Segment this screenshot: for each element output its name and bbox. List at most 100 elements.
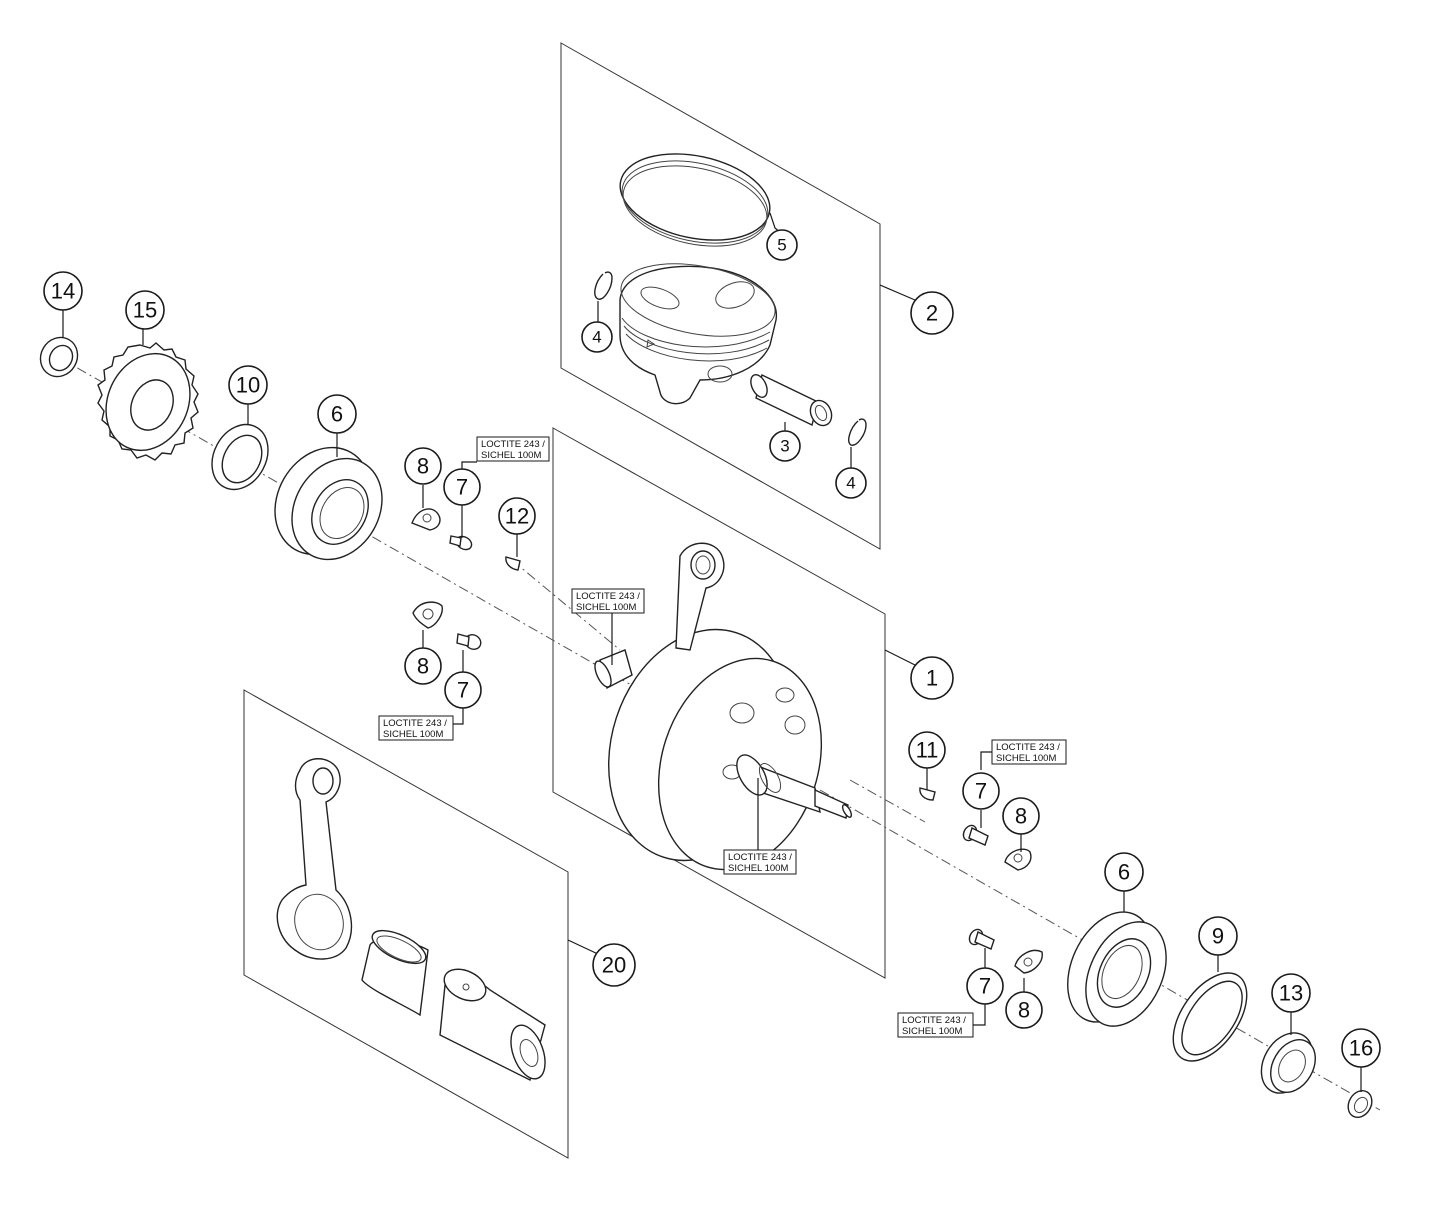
callout-7b: 7 <box>444 671 482 709</box>
circlip-part-lower <box>848 418 867 446</box>
loctite-note-f: LOCTITE 243 / SICHEL 100M <box>897 1012 974 1038</box>
callout-8b: 8 <box>404 647 442 685</box>
svg-text:LOCTITE 243 /: LOCTITE 243 / <box>996 742 1060 753</box>
spacer-ring-part <box>39 336 79 378</box>
svg-text:15: 15 <box>133 298 157 323</box>
svg-text:SICHEL 100M: SICHEL 100M <box>383 729 443 740</box>
svg-text:SICHEL 100M: SICHEL 100M <box>902 1026 962 1037</box>
callout-6a: 6 <box>317 394 357 434</box>
svg-text:5: 5 <box>777 236 786 255</box>
svg-text:8: 8 <box>417 654 429 679</box>
callout-6b: 6 <box>1104 852 1144 892</box>
callout-14: 14 <box>43 271 83 311</box>
svg-text:7: 7 <box>975 779 987 804</box>
locking-plate-part-b <box>412 601 443 629</box>
callout-11: 11 <box>908 731 946 769</box>
svg-text:12: 12 <box>505 504 529 529</box>
loctite-note-c: LOCTITE 243 / SICHEL 100M <box>378 715 454 741</box>
svg-text:LOCTITE 243 /: LOCTITE 243 / <box>481 439 545 450</box>
svg-text:4: 4 <box>846 474 855 493</box>
svg-text:10: 10 <box>236 373 260 398</box>
screw-part-b <box>456 633 482 650</box>
locking-plate-part-a <box>411 508 441 531</box>
loctite-note-d: LOCTITE 243 / SICHEL 100M <box>723 849 797 875</box>
svg-text:7: 7 <box>456 475 468 500</box>
loctite-note-e: LOCTITE 243 / SICHEL 100M <box>991 739 1067 765</box>
callout-8c: 8 <box>1002 797 1040 835</box>
svg-text:2: 2 <box>926 301 938 326</box>
svg-text:14: 14 <box>51 279 75 304</box>
piston-part <box>619 263 778 405</box>
svg-text:16: 16 <box>1349 1036 1373 1061</box>
svg-text:SICHEL 100M: SICHEL 100M <box>576 602 636 613</box>
oil-seal-part-right <box>1172 972 1248 1062</box>
svg-text:8: 8 <box>417 454 429 479</box>
svg-text:LOCTITE 243 /: LOCTITE 243 / <box>902 1015 966 1026</box>
main-bearing-part-left <box>274 446 383 561</box>
callout-2: 2 <box>910 291 954 335</box>
locking-plate-part-d <box>1014 949 1043 974</box>
callout-16: 16 <box>1341 1028 1381 1068</box>
callout-8d: 8 <box>1005 991 1043 1029</box>
piston-pin-part <box>750 373 833 427</box>
svg-text:SICHEL 100M: SICHEL 100M <box>728 863 788 874</box>
callout-9: 9 <box>1198 916 1238 956</box>
main-bearing-part-right <box>1067 911 1167 1027</box>
svg-text:SICHEL 100M: SICHEL 100M <box>481 450 541 461</box>
callout-12: 12 <box>498 497 536 535</box>
callout-13: 13 <box>1271 973 1311 1013</box>
loctite-note-a: LOCTITE 243 / SICHEL 100M <box>476 436 550 462</box>
screw-part-d <box>968 928 995 950</box>
screw-part-c <box>962 824 989 846</box>
svg-text:13: 13 <box>1279 981 1303 1006</box>
callout-10: 10 <box>228 365 268 405</box>
callout-3: 3 <box>769 430 801 462</box>
callout-7d: 7 <box>966 967 1004 1005</box>
loctite-note-b: LOCTITE 243 / SICHEL 100M <box>571 588 645 614</box>
key-axis <box>511 559 621 651</box>
callout-8a: 8 <box>404 447 442 485</box>
crankshaft-panel <box>552 427 886 979</box>
piston-panel <box>560 42 881 550</box>
svg-text:LOCTITE 243 /: LOCTITE 243 / <box>728 852 792 863</box>
piston-ring-part <box>619 153 771 247</box>
svg-text:6: 6 <box>331 402 343 427</box>
gear-part <box>97 342 199 461</box>
svg-text:6: 6 <box>1118 860 1130 885</box>
locking-plate-part-c <box>1004 848 1032 871</box>
svg-text:SICHEL 100M: SICHEL 100M <box>996 753 1056 764</box>
svg-text:1: 1 <box>926 666 938 691</box>
circlip-part-upper <box>594 271 613 300</box>
svg-text:9: 9 <box>1212 924 1224 949</box>
callout-20: 20 <box>592 943 636 987</box>
conrod-panel <box>243 689 569 1159</box>
svg-text:LOCTITE 243 /: LOCTITE 243 / <box>576 591 640 602</box>
washer-part <box>1347 1089 1373 1119</box>
oil-seal-part-left <box>211 423 269 491</box>
callout-7c: 7 <box>962 772 1000 810</box>
svg-text:8: 8 <box>1015 804 1027 829</box>
svg-text:LOCTITE 243 /: LOCTITE 243 / <box>383 718 447 729</box>
callout-15: 15 <box>125 290 165 330</box>
svg-text:20: 20 <box>602 953 626 978</box>
svg-text:7: 7 <box>457 678 469 703</box>
screw-part-a <box>449 535 473 551</box>
callout-7a: 7 <box>443 468 481 506</box>
key-axis-right <box>849 779 926 823</box>
nut-part <box>1260 1032 1316 1094</box>
svg-text:3: 3 <box>780 437 789 456</box>
svg-text:8: 8 <box>1018 998 1030 1023</box>
callout-4a: 4 <box>581 321 613 353</box>
crankshaft-part <box>594 542 853 871</box>
svg-text:4: 4 <box>592 328 601 347</box>
svg-text:11: 11 <box>916 738 939 763</box>
svg-text:7: 7 <box>979 974 991 999</box>
callout-4b: 4 <box>835 467 867 499</box>
woodruff-key-part-right <box>919 787 936 801</box>
callout-1: 1 <box>910 656 954 700</box>
woodruff-key-part-left <box>505 556 521 571</box>
conrod-kit-part <box>276 758 546 1082</box>
leader-lines <box>62 212 1362 1092</box>
callout-5: 5 <box>766 229 798 261</box>
